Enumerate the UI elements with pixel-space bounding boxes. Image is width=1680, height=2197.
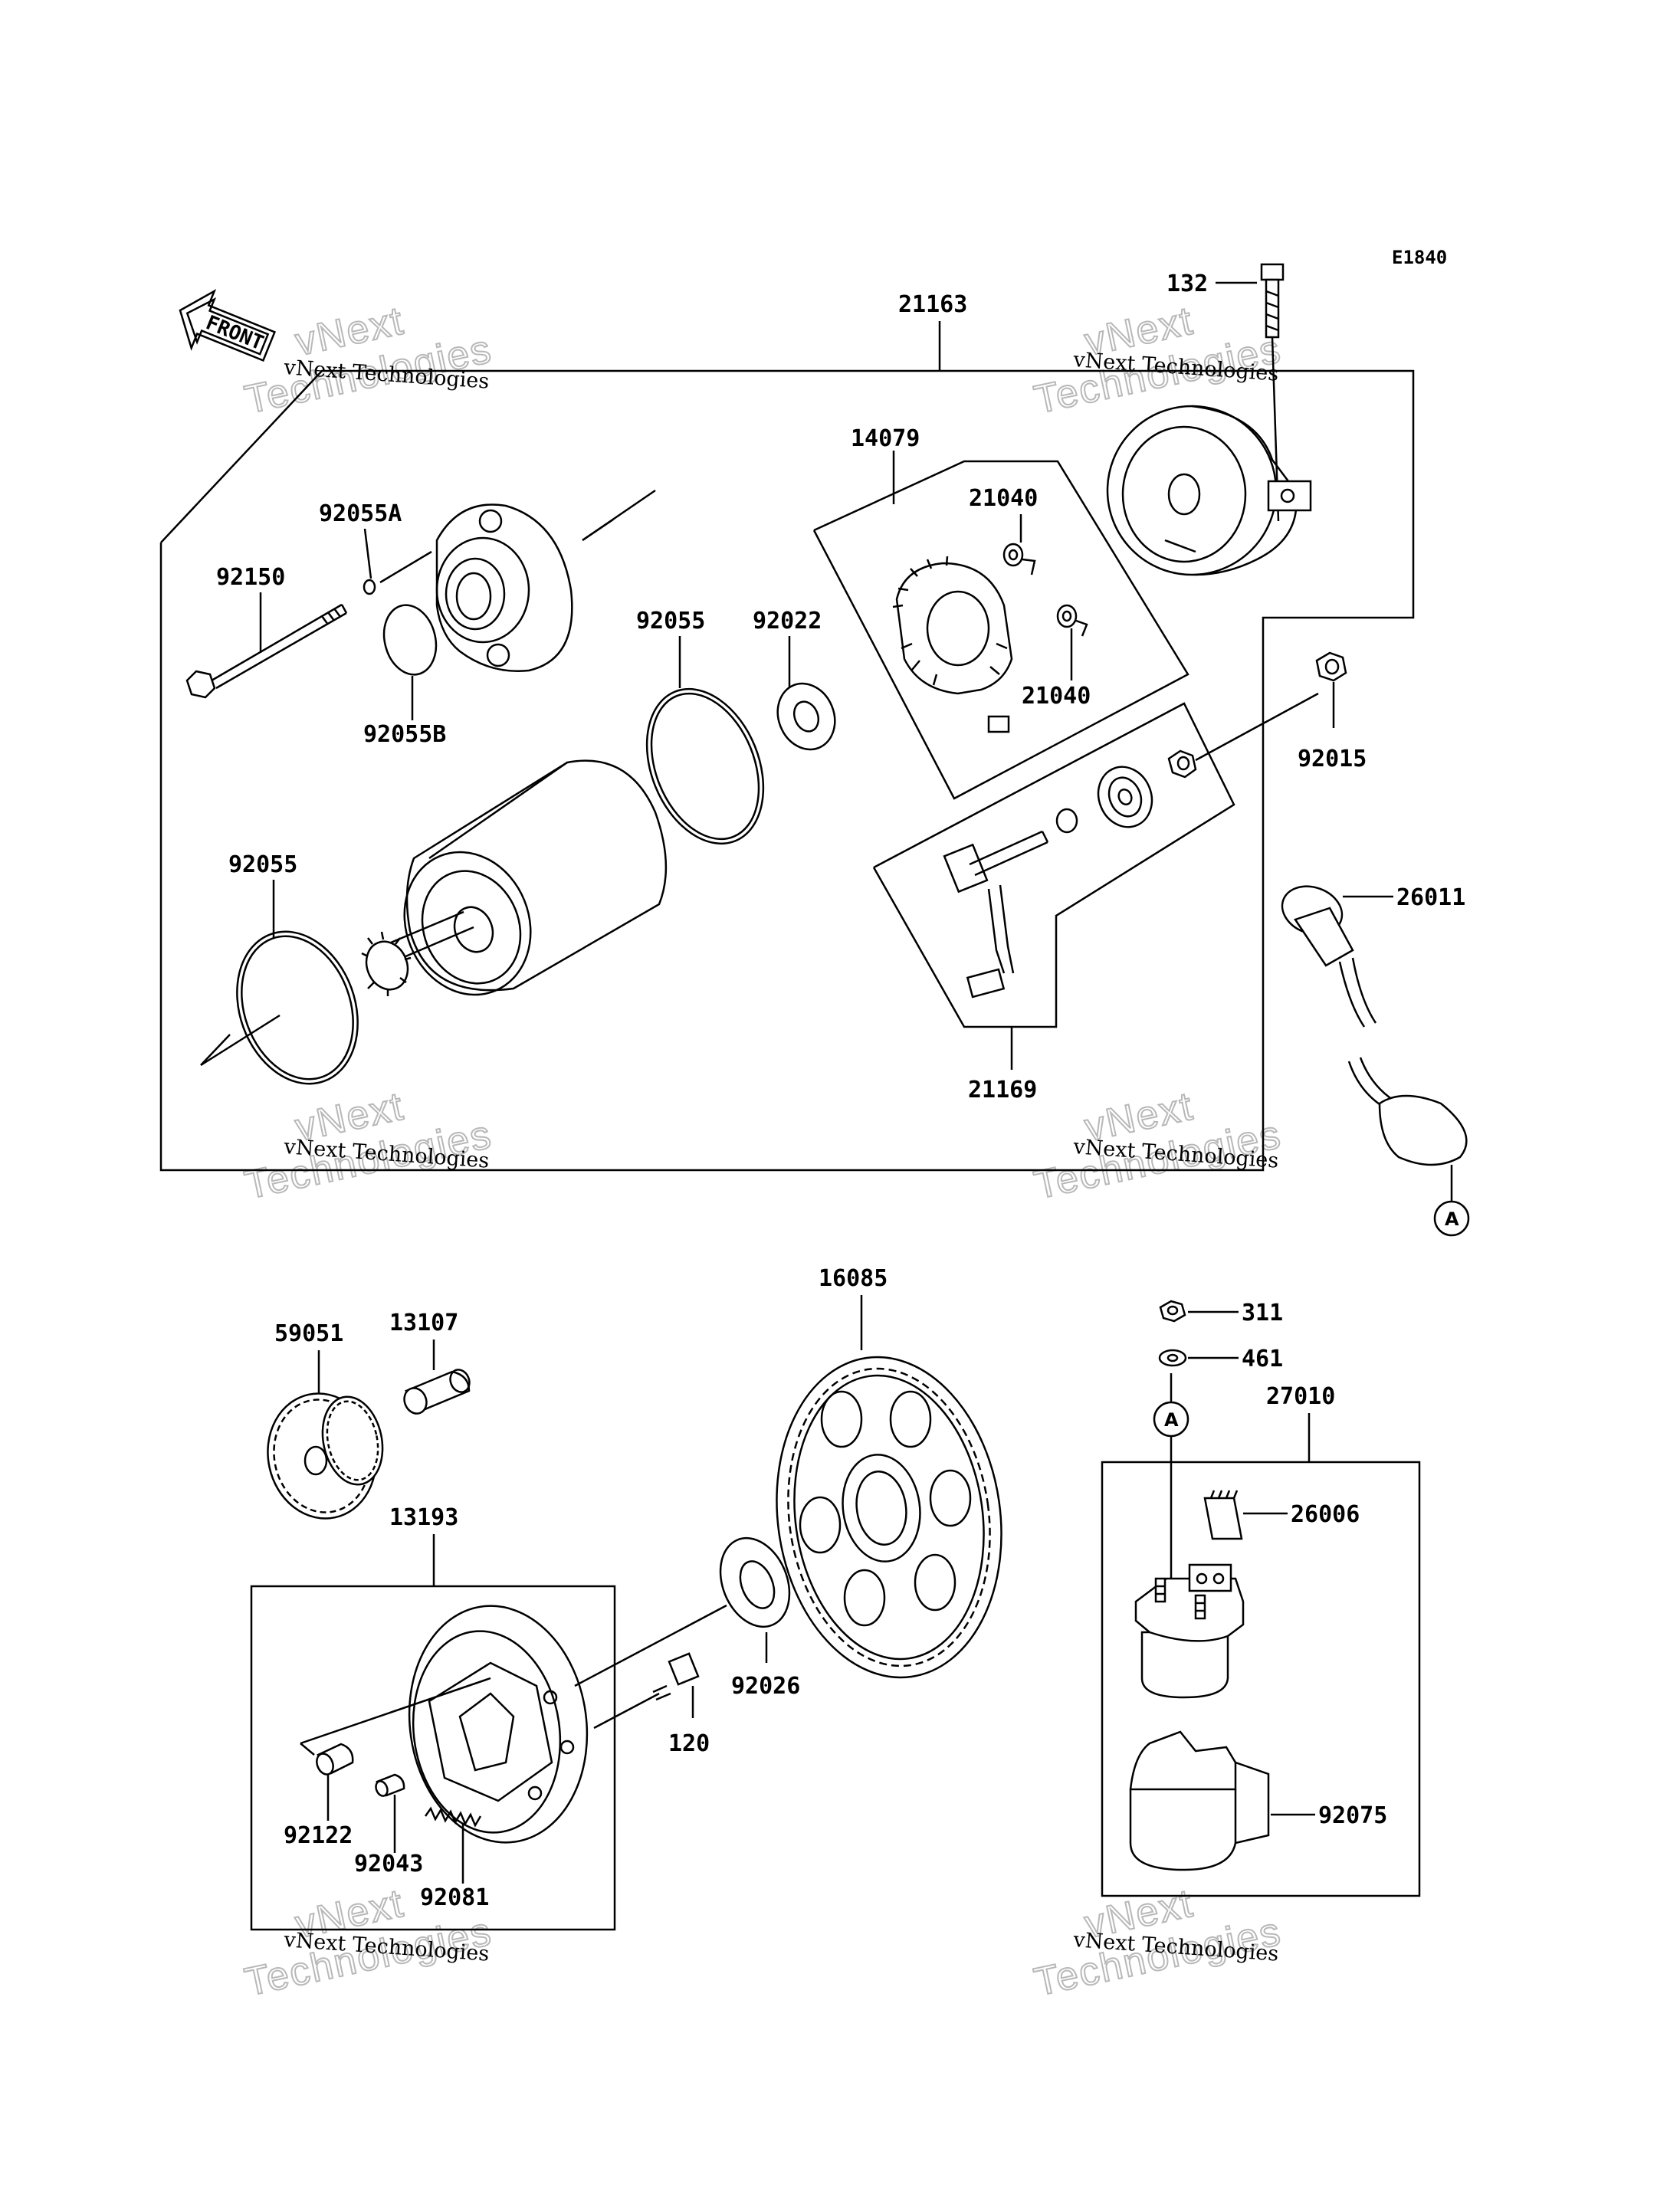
spring-21040-lower-part <box>1056 604 1088 637</box>
pin-92043-part <box>375 1773 405 1797</box>
nut-311-part <box>1159 1300 1186 1323</box>
watermark-top-right: vNext Technologies <box>1030 298 1286 424</box>
connector-label-lower: A <box>1164 1409 1179 1431</box>
front-cover-part <box>435 489 656 672</box>
part-label-14079: 14079 <box>851 425 920 452</box>
shaft-13107-part <box>403 1369 471 1415</box>
part-label-311: 311 <box>1242 1300 1283 1326</box>
part-label-59051: 59051 <box>274 1320 343 1347</box>
front-arrow-icon: FRONT <box>179 289 277 362</box>
brush-holder-outline <box>812 460 1189 800</box>
part-label-92055-upper: 92055 <box>636 608 705 635</box>
watermark-mid-right: vNext Technologies <box>1030 1084 1286 1209</box>
brush-assembly-outline <box>872 702 1235 1028</box>
watermark-top-left: vNext Technologies <box>241 298 497 424</box>
part-label-92022: 92022 <box>753 608 822 635</box>
brush-plate-part <box>892 556 1013 733</box>
watermark-mid-left: vNext Technologies <box>241 1084 497 1209</box>
driven-gear-16085-part <box>776 1356 1002 1679</box>
bolt-132-part <box>1260 263 1285 522</box>
diagram-code: E1840 <box>1392 247 1447 268</box>
roller-92122-part <box>316 1743 354 1776</box>
part-label-120: 120 <box>668 1730 710 1757</box>
part-label-92075: 92075 <box>1318 1802 1387 1829</box>
bolt-120-part <box>652 1652 700 1701</box>
part-label-461: 461 <box>1242 1346 1283 1372</box>
part-label-92026: 92026 <box>731 1673 800 1700</box>
part-label-132: 132 <box>1166 271 1208 297</box>
part-label-92055A: 92055A <box>319 500 402 527</box>
part-label-92015: 92015 <box>1298 746 1367 772</box>
starter-cable-26011-part <box>1281 885 1468 1166</box>
oring-small-part <box>1055 808 1078 834</box>
spring-21040-upper-part <box>1002 543 1036 575</box>
part-label-92055-lower: 92055 <box>228 851 297 878</box>
part-label-16085: 16085 <box>819 1265 888 1292</box>
insulator-part <box>1097 766 1153 828</box>
fuse-26006-part <box>1203 1490 1243 1540</box>
through-bolt-92150-part <box>185 603 348 699</box>
starter-clutch-13193-part <box>300 1604 727 1844</box>
part-label-92122: 92122 <box>284 1822 353 1849</box>
oring-92055-lower-part <box>236 930 359 1085</box>
relay-cover-92075-part <box>1129 1730 1270 1871</box>
part-label-21169: 21169 <box>968 1077 1037 1103</box>
part-label-21040-lower: 21040 <box>1022 683 1091 710</box>
part-label-26011: 26011 <box>1396 884 1465 911</box>
washer-92022-part <box>776 682 836 751</box>
part-label-92043: 92043 <box>354 1851 423 1877</box>
part-label-92081: 92081 <box>420 1884 489 1911</box>
part-label-21163: 21163 <box>898 291 967 318</box>
starter-relay-outline <box>1101 1461 1421 1897</box>
starter-relay-part <box>1134 1563 1245 1699</box>
starter-assembly-outline <box>159 369 1415 1172</box>
washer-461-part <box>1158 1349 1187 1367</box>
connector-a-upper <box>1433 1200 1470 1237</box>
rear-cover-part <box>1106 405 1312 576</box>
connector-label-upper: A <box>1445 1208 1459 1230</box>
washer-92026-part <box>719 1536 791 1628</box>
oring-92055-upper-part <box>645 687 765 845</box>
part-label-92055B: 92055B <box>363 721 446 748</box>
starter-clutch-outline <box>250 1585 616 1931</box>
oring-92055B-part <box>382 604 438 676</box>
idle-gear-59051-part <box>267 1392 384 1520</box>
terminal-bolt-part <box>943 830 1049 998</box>
part-label-13107: 13107 <box>389 1310 458 1336</box>
armature-yoke-part <box>361 759 668 996</box>
spring-92081-part <box>424 1806 482 1828</box>
part-label-92150: 92150 <box>216 564 285 591</box>
part-label-21040-upper: 21040 <box>969 485 1038 512</box>
part-label-26006: 26006 <box>1291 1501 1360 1528</box>
part-label-27010: 27010 <box>1266 1383 1335 1410</box>
nut-92015-part <box>1315 651 1347 682</box>
nut-part <box>1167 749 1197 779</box>
part-label-13193: 13193 <box>389 1504 458 1531</box>
pinion-gear-part <box>361 931 412 996</box>
oring-92055A-part <box>363 579 376 595</box>
